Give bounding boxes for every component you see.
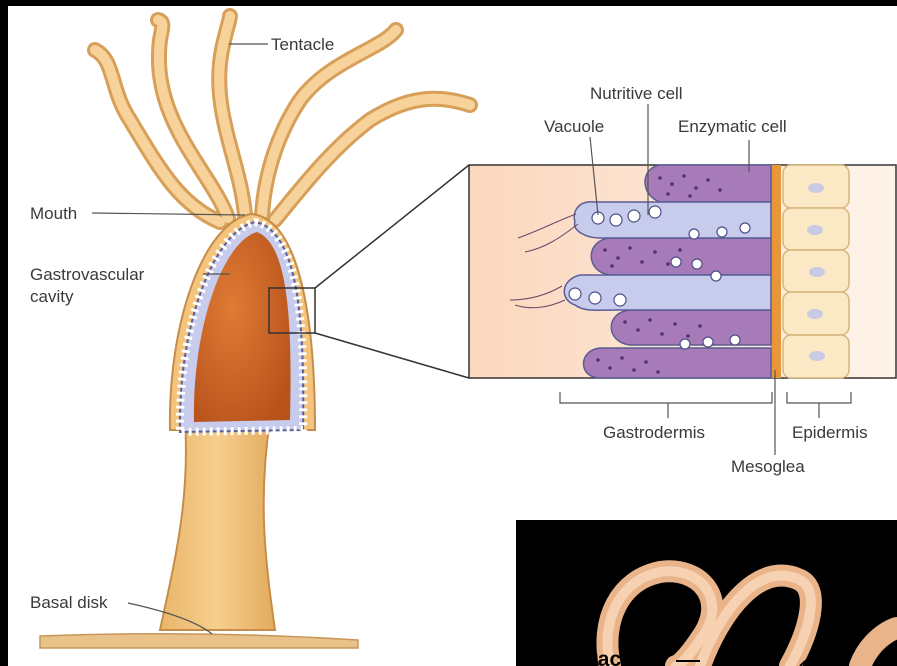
label-gastrovascular: Gastrovascular — [30, 265, 145, 284]
label-vacuole: Vacuole — [544, 117, 604, 136]
label-mouth: Mouth — [30, 204, 77, 223]
label-enzymatic-cell: Enzymatic cell — [678, 117, 787, 136]
mesoglea-layer — [771, 165, 781, 378]
photo-inset: Mo Tentacle — [516, 520, 897, 666]
tissue-inset — [469, 165, 896, 378]
label-basal-disk: Basal disk — [30, 593, 108, 612]
photo-label-tentacle: Tentacle — [555, 648, 639, 666]
label-nutritive-cell: Nutritive cell — [590, 84, 683, 103]
label-tentacle: Tentacle — [271, 35, 334, 54]
photo-label-mouth: Mo — [851, 551, 881, 574]
label-cavity: cavity — [30, 287, 74, 306]
label-epidermis: Epidermis — [792, 423, 868, 442]
label-mesoglea: Mesoglea — [731, 457, 805, 476]
label-gastrodermis: Gastrodermis — [603, 423, 705, 442]
